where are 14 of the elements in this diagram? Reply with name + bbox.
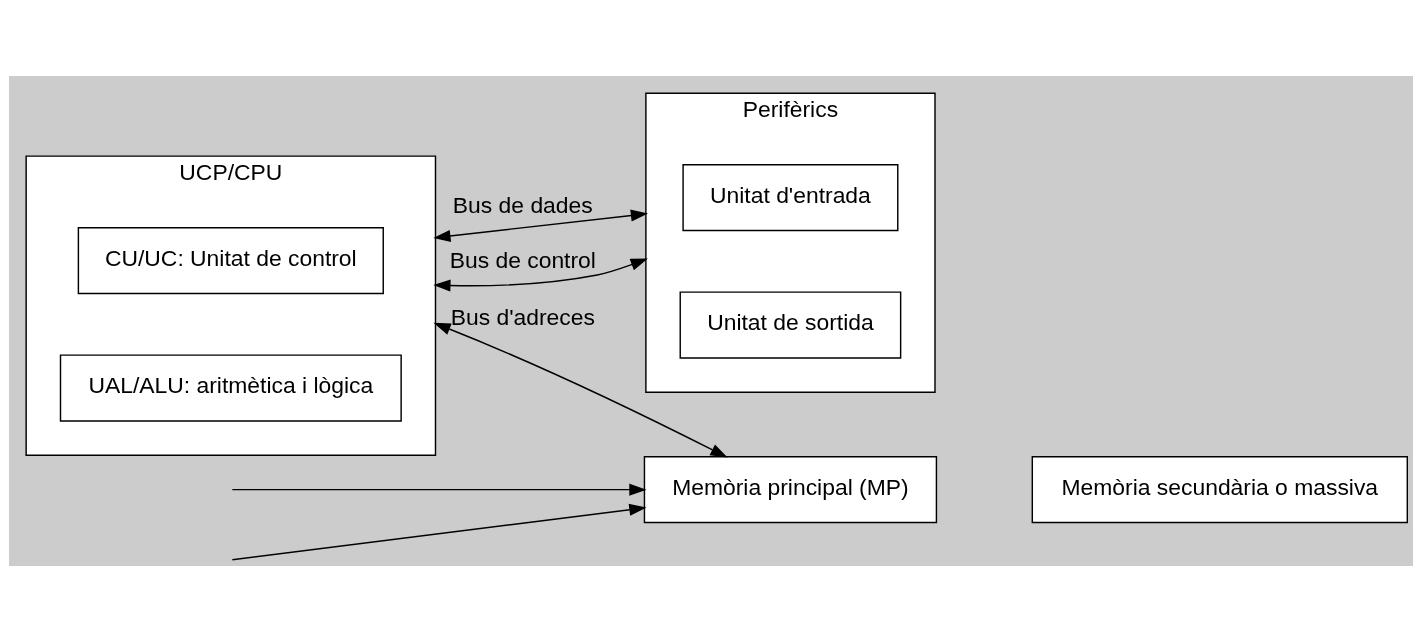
edge-label: Bus de control bbox=[449, 246, 596, 272]
edge-label: Bus de dades bbox=[452, 191, 593, 218]
node-box: Unitat d'entrada bbox=[682, 163, 899, 231]
node-box: UAL/ALU: aritmètica i lògica bbox=[59, 353, 402, 422]
arrow bbox=[433, 322, 728, 458]
edge-label: Bus d'adreces bbox=[450, 303, 595, 330]
arrow bbox=[433, 209, 649, 242]
node-box: Unitat de sortida bbox=[679, 290, 902, 359]
node-box: Memòria secundària o massiva bbox=[1031, 455, 1408, 523]
node-box: Memòria principal (MP) bbox=[643, 455, 938, 523]
node-box: CU/UC: Unitat de control bbox=[77, 226, 384, 294]
arrow bbox=[231, 503, 647, 560]
arrow bbox=[231, 483, 647, 496]
arrow bbox=[433, 258, 648, 292]
